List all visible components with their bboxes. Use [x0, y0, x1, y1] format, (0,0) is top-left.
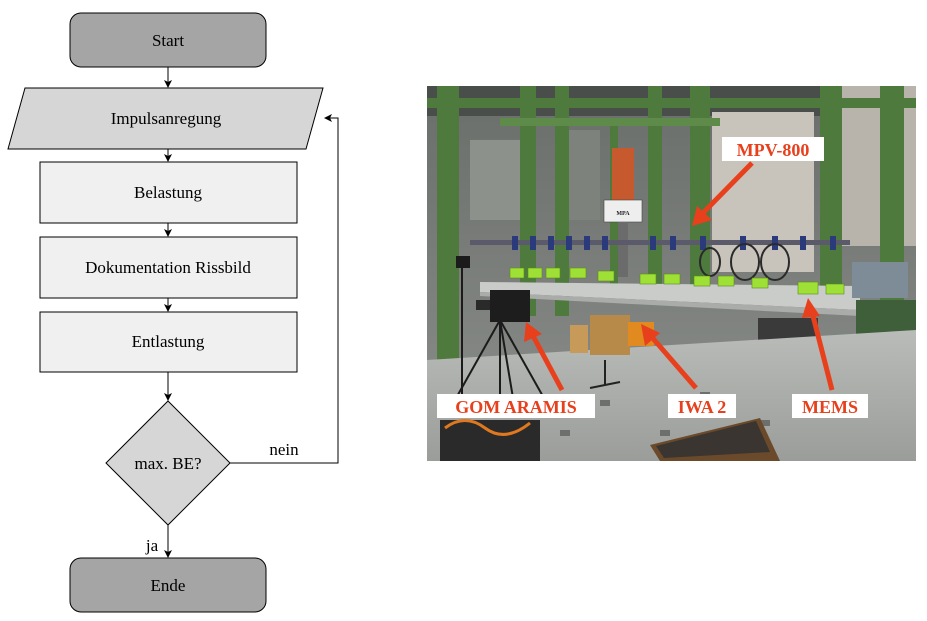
camera	[490, 290, 530, 322]
arrow-iwa	[641, 324, 698, 390]
wood-box	[590, 315, 630, 355]
arrow-mems	[802, 298, 835, 391]
decision-label: max. BE?	[134, 454, 201, 473]
start-node: Start	[69, 12, 267, 68]
documentation-node: Dokumentation Rissbild	[39, 236, 298, 299]
loading-node: Belastung	[39, 161, 298, 224]
concrete-block	[712, 112, 814, 272]
yes-label: ja	[145, 536, 159, 555]
end-node: Ende	[69, 557, 267, 613]
flowchart: Start Impulsanregung Belastung Dokumenta…	[7, 12, 339, 613]
actuator	[612, 148, 634, 208]
mpa-sign: MPA	[616, 211, 630, 217]
label-gom: GOM ARAMIS	[455, 397, 577, 417]
concrete-beam	[480, 282, 860, 310]
label-iwa: IWA 2	[678, 397, 727, 417]
start-label: Start	[152, 31, 184, 50]
label-mems: MEMS	[802, 397, 858, 417]
measurement-rail	[470, 240, 850, 245]
unloading-node: Entlastung	[39, 311, 298, 373]
arrow-no-loop	[230, 114, 339, 464]
steel-frame	[427, 86, 916, 376]
documentation-label: Dokumentation Rissbild	[85, 258, 251, 277]
impulse-label: Impulsanregung	[111, 109, 222, 128]
label-mpv: MPV-800	[737, 140, 810, 160]
mems-sensors	[509, 267, 845, 295]
unloading-label: Entlastung	[132, 332, 205, 351]
arrow-gom	[524, 322, 565, 392]
impulse-node: Impulsanregung	[7, 87, 324, 150]
decision-node: max. BE?	[105, 400, 231, 526]
no-label: nein	[269, 440, 299, 459]
loading-label: Belastung	[134, 183, 202, 202]
end-label: Ende	[151, 576, 186, 595]
arrow-mpv	[692, 161, 754, 226]
lab-photo: MPA	[427, 86, 916, 461]
